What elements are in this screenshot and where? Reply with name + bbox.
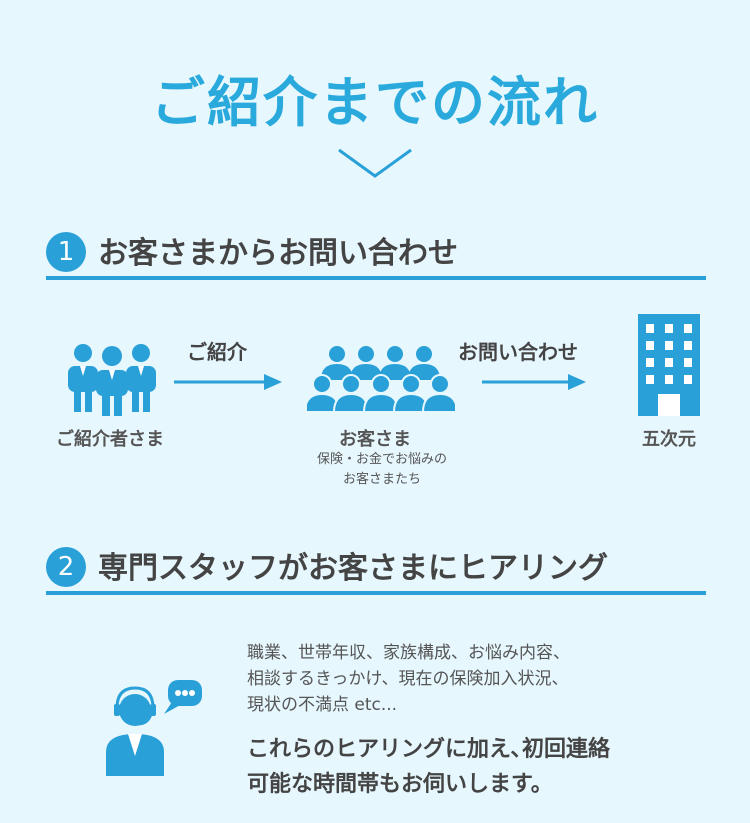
- step2-header: 2 専門スタッフがお客さまにヒアリング: [46, 539, 706, 595]
- step-title: お客さまからお問い合わせ: [98, 236, 458, 271]
- step1-header: 1 お客さまからお問い合わせ: [46, 224, 706, 280]
- company-caption: 五次元: [642, 429, 696, 450]
- office-building-icon: [638, 314, 700, 416]
- hearing-note: これらのヒアリングに加え､初回連絡 可能な時間帯もお伺いします。: [247, 737, 611, 797]
- operator-headset-icon: [106, 680, 202, 776]
- step-title: 専門スタッフがお客さまにヒアリング: [98, 551, 608, 586]
- customer-caption: お客さま: [339, 429, 411, 450]
- arrow-right-icon: [482, 374, 586, 390]
- page-title: ご紹介までの流れ: [151, 71, 599, 134]
- arrow-right-icon: [174, 374, 282, 390]
- referrer-group-icon: [68, 344, 156, 416]
- customer-subcaption: 保険・お金でお悩みの お客さまたち: [316, 452, 447, 487]
- step-number-badge: 2: [46, 547, 86, 587]
- arrow2-label: お問い合わせ: [458, 340, 578, 364]
- chevron-down-icon: [338, 148, 412, 178]
- divider: [46, 591, 706, 595]
- step-number-badge: 1: [46, 232, 86, 272]
- divider: [46, 276, 706, 280]
- referrer-caption: ご紹介者さま: [56, 429, 164, 450]
- arrow1-label: ご紹介: [187, 340, 247, 364]
- customers-crowd-icon: [307, 346, 455, 412]
- hearing-items: 職業、世帯年収、家族構成、お悩み内容、 相談するきっかけ、現在の保険加入状況、 …: [247, 643, 570, 715]
